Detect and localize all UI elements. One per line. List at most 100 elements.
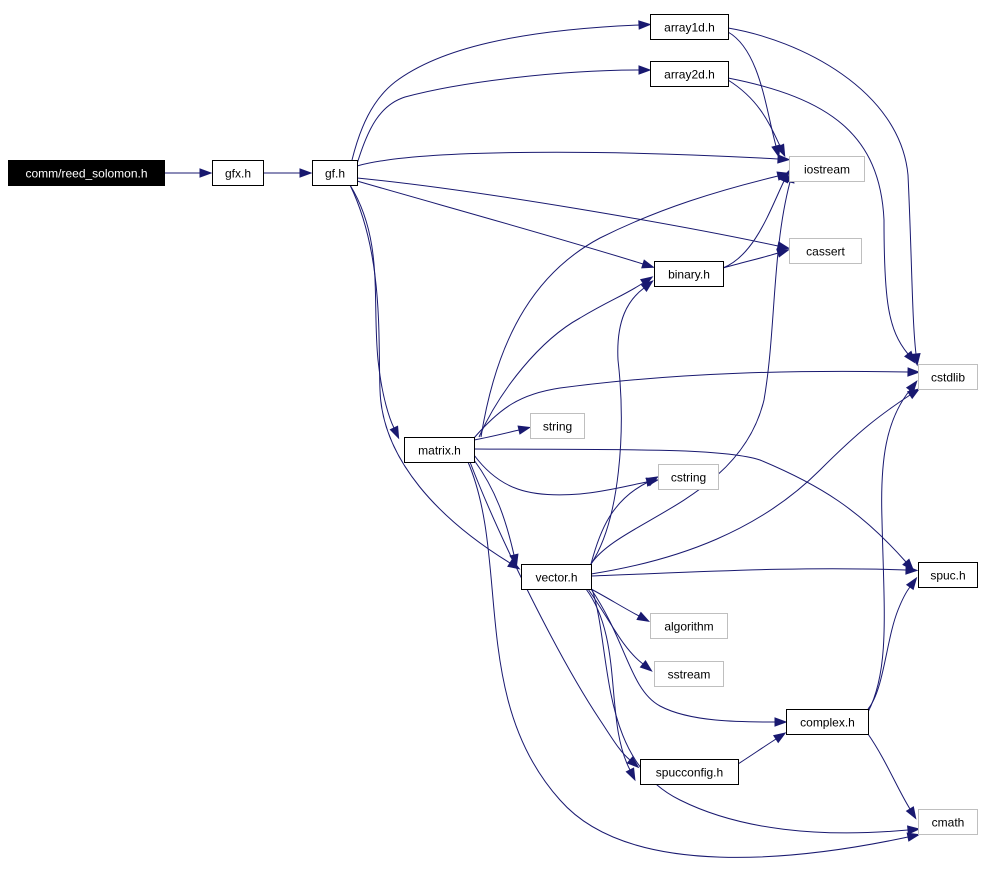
- edge-arrowhead: [389, 425, 400, 440]
- edge-vector-to-spucconfig: [585, 588, 636, 782]
- edge-reed_solomon-to-gfx: [164, 168, 213, 178]
- edge-arrowhead: [905, 806, 917, 820]
- edge-vector-to-cstdlib: [590, 388, 921, 575]
- node-label: gf.h: [325, 167, 345, 181]
- edge-line: [349, 184, 395, 429]
- node-label: string: [543, 420, 572, 434]
- edge-line: [356, 177, 779, 247]
- edge-complex-to-spuc: [867, 576, 918, 710]
- edge-line: [590, 481, 649, 565]
- node-box: [654, 661, 724, 687]
- edge-matrix-to-vector: [473, 459, 519, 568]
- edge-complex-to-cmath: [867, 733, 917, 820]
- node-box: [650, 61, 729, 87]
- node-cstdlib: cstdlib: [918, 364, 978, 390]
- node-label: comm/reed_solomon.h: [25, 167, 147, 181]
- edge-line: [478, 282, 644, 438]
- node-label: iostream: [804, 163, 850, 177]
- node-label: sstream: [668, 668, 711, 682]
- edge-line: [467, 461, 909, 858]
- node-iostream: iostream: [789, 156, 865, 182]
- edge-gf-to-vector: [349, 184, 521, 570]
- edge-matrix-to-cstdlib: [473, 367, 921, 439]
- edge-line: [473, 448, 907, 563]
- edge-gf-to-matrix: [349, 184, 400, 440]
- edge-vector-to-algorithm: [590, 588, 650, 622]
- node-label: cassert: [806, 245, 845, 259]
- edge-line: [349, 184, 511, 564]
- edge-gfx-to-gf: [263, 168, 313, 178]
- edge-vector-to-iostream: [590, 169, 795, 565]
- edges-layer: [164, 20, 921, 858]
- edge-line: [351, 24, 640, 161]
- edge-line: [590, 588, 776, 723]
- node-spucconfig[interactable]: spucconfig.h: [640, 759, 739, 785]
- node-box: [404, 437, 475, 463]
- node-label: complex.h: [800, 716, 855, 730]
- edge-gf-to-array1d: [351, 20, 652, 161]
- edge-matrix-to-iostream: [480, 171, 791, 438]
- node-box: [212, 160, 264, 186]
- edge-line: [867, 586, 911, 710]
- edge-line: [480, 175, 779, 438]
- edge-line: [590, 394, 911, 575]
- edge-line: [727, 77, 909, 355]
- node-box: [521, 564, 592, 590]
- edge-line: [356, 151, 779, 167]
- node-cmath: cmath: [918, 809, 978, 835]
- edge-gf-to-array2d: [356, 65, 652, 165]
- node-box: [789, 156, 865, 182]
- edge-vector-to-cstring: [590, 476, 659, 565]
- node-label: binary.h: [668, 268, 710, 282]
- edge-array2d-to-iostream: [727, 79, 786, 158]
- node-matrix[interactable]: matrix.h: [404, 437, 475, 463]
- node-gf[interactable]: gf.h: [312, 160, 358, 186]
- node-gfx[interactable]: gfx.h: [212, 160, 264, 186]
- edge-vector-to-cmath: [591, 588, 921, 835]
- edge-array2d-to-cstdlib: [727, 77, 916, 364]
- node-box: [650, 613, 728, 639]
- node-binary[interactable]: binary.h: [654, 261, 724, 287]
- edge-arrowhead: [625, 767, 636, 782]
- edge-line: [473, 370, 909, 439]
- edge-line: [590, 287, 645, 565]
- node-label: spucconfig.h: [656, 766, 723, 780]
- edge-arrowhead: [517, 425, 532, 435]
- node-box: [918, 809, 978, 835]
- node-reed_solomon[interactable]: comm/reed_solomon.h: [8, 160, 165, 186]
- node-array1d[interactable]: array1d.h: [650, 14, 729, 40]
- edge-arrowhead: [641, 259, 655, 269]
- edge-arrowhead: [199, 168, 213, 178]
- node-cstring: cstring: [658, 464, 719, 490]
- edge-arrowhead: [638, 65, 652, 75]
- node-box: [312, 160, 358, 186]
- node-label: spuc.h: [930, 569, 965, 583]
- edge-arrowhead: [626, 756, 640, 769]
- node-label: cstdlib: [931, 371, 965, 385]
- node-complex[interactable]: complex.h: [786, 709, 869, 735]
- edge-arrowhead: [911, 353, 921, 367]
- node-vector[interactable]: vector.h: [521, 564, 592, 590]
- edge-line: [356, 180, 644, 265]
- node-label: cmath: [932, 816, 965, 830]
- node-array2d[interactable]: array2d.h: [650, 61, 729, 87]
- edge-arrowhead: [777, 154, 791, 164]
- edge-line: [727, 79, 781, 147]
- edge-line: [867, 389, 911, 713]
- edge-line: [473, 454, 648, 496]
- node-label: gfx.h: [225, 167, 251, 181]
- node-spuc[interactable]: spuc.h: [918, 562, 978, 588]
- node-label: algorithm: [664, 620, 713, 634]
- edge-matrix-to-string: [473, 425, 532, 441]
- node-box: [654, 261, 724, 287]
- edge-arrowhead: [638, 20, 652, 30]
- edge-arrowhead: [905, 380, 918, 394]
- edge-arrowhead: [775, 143, 786, 158]
- node-box: [658, 464, 719, 490]
- node-label: matrix.h: [418, 444, 461, 458]
- edge-arrowhead: [906, 832, 921, 842]
- edge-arrowhead: [639, 276, 654, 288]
- node-box: [640, 759, 739, 785]
- node-label: array2d.h: [664, 68, 715, 82]
